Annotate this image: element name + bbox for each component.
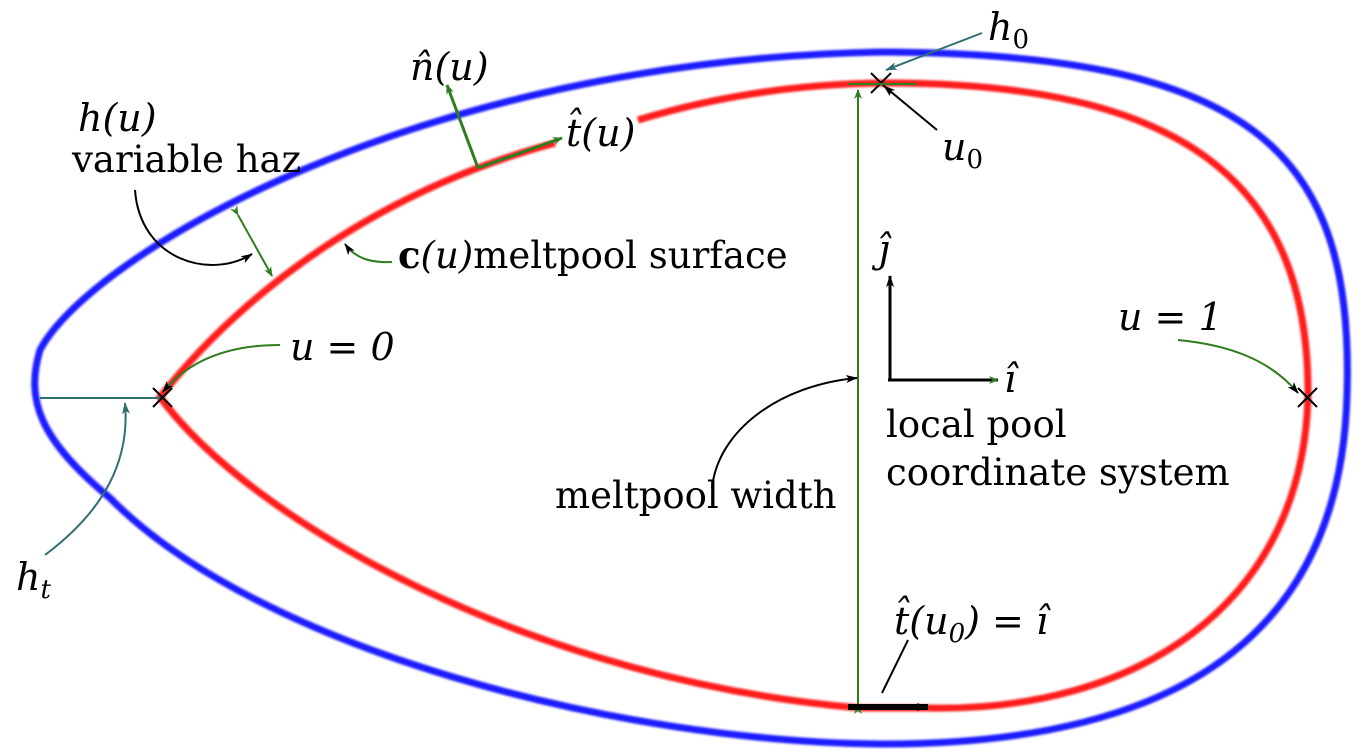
u0-location-pointer: [162, 344, 281, 393]
u0-pointer-arrow: [883, 85, 938, 131]
meltpool-boundary-left: [155, 139, 861, 712]
bottom-tangent-label: t̂(u0) = î: [894, 596, 1051, 649]
ht-pointer: [44, 402, 130, 556]
h0-label: h0: [988, 5, 1029, 55]
variable-haz-arrow: [230, 205, 273, 277]
hu-label: h(u): [78, 96, 157, 140]
i-hat-label: î: [1004, 357, 1019, 401]
meltpool-width-pointer: [711, 375, 858, 489]
normal-vector-label: n̂(u): [410, 45, 489, 89]
j-hat-label: ĵ: [871, 227, 892, 271]
variable-haz-label: variable haz: [71, 138, 301, 181]
u0-label: u0: [942, 125, 983, 175]
meltpool-surface-label: c(u)meltpool surface: [398, 233, 788, 277]
cross-marker-icon: [1297, 387, 1318, 408]
u-eq-0-label: u = 0: [290, 325, 395, 369]
h0-pointer-arrow: [885, 32, 983, 71]
meltpool-boundary-right: [636, 79, 1312, 712]
tangent-vector-arrow: [477, 136, 563, 170]
bottom-tangent-pointer: [881, 639, 909, 694]
normal-vector-arrow: [445, 84, 480, 169]
u1-location-pointer: [1177, 339, 1299, 394]
meltpool-width-label: meltpool width: [555, 474, 836, 517]
haz-boundary: [31, 48, 1351, 748]
local-pool-label: local pool: [886, 403, 1067, 446]
ht-label: ht: [16, 555, 51, 605]
variable-haz-pointer: [134, 189, 253, 266]
meltpool-surface-pointer: [344, 243, 393, 264]
coordinate-system-label: coordinate system: [886, 451, 1230, 494]
u-eq-1-label: u = 1: [1118, 295, 1223, 339]
tangent-vector-label: t̂(u): [566, 108, 635, 155]
